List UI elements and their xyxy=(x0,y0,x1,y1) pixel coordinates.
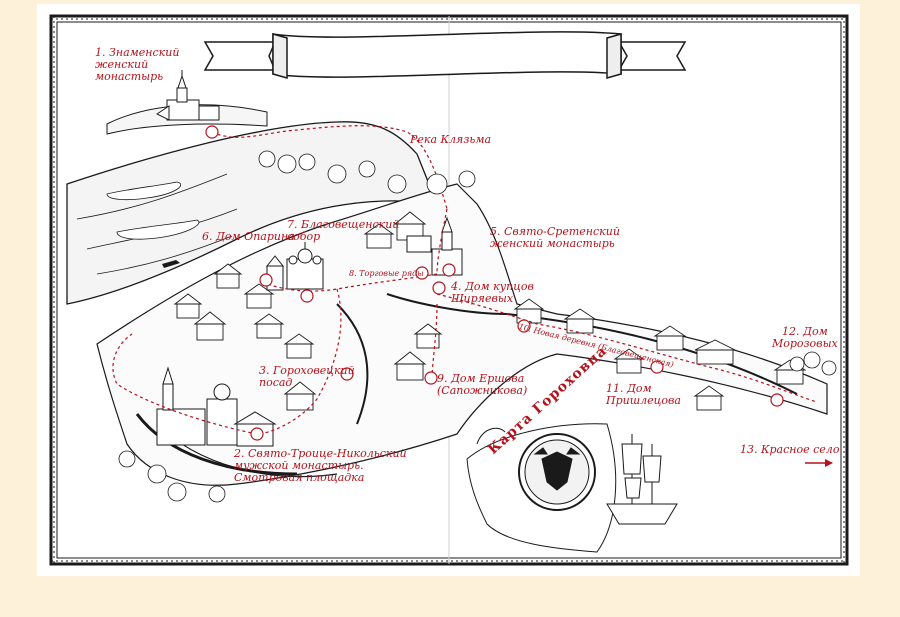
landmark-label-3: 3. Гороховецкий посад xyxy=(259,364,355,389)
map-page: 1. Знаменский женский монастырь 2. Свято… xyxy=(37,4,860,576)
znamensky-monastery xyxy=(106,70,268,135)
landmark-label-7: 7. Благовещенский собор xyxy=(287,218,400,243)
trees xyxy=(118,150,837,503)
sretensky-monastery xyxy=(406,216,463,276)
river-klyazma xyxy=(66,121,439,305)
landmark-label-5: 5. Свято-Сретенский женский монастырь xyxy=(490,225,620,250)
landmark-label-2: 2. Свято-Троице-Никольский мужской монас… xyxy=(234,447,407,484)
town-buildings xyxy=(173,211,807,411)
landmark-label-12: 12. Дом Морозовых xyxy=(772,325,838,350)
route-markers xyxy=(205,125,784,441)
landmark-label-11: 11. Дом Пришлецова xyxy=(606,382,681,407)
landmark-label-4: 4. Дом купцов Щиряевых xyxy=(451,280,534,305)
arrow-right-icon xyxy=(805,459,833,467)
landmark-label-1: 1. Знаменский женский монастырь xyxy=(95,46,180,83)
landmark-label-13: 13. Красное село xyxy=(740,443,840,456)
landmark-label-8: 8. Торговые ряды xyxy=(349,269,424,278)
river-label: Река Клязьма xyxy=(410,133,492,146)
tour-route xyxy=(112,125,818,435)
map-cartouche xyxy=(466,423,678,553)
landmark-label-9: 9. Дом Ершова (Сапожникова) xyxy=(437,372,528,397)
map-illustration xyxy=(49,14,849,566)
landmark-label-6: 6. Дом Опарина xyxy=(202,230,295,243)
troitse-nikolsky-monastery xyxy=(135,366,298,476)
title-banner xyxy=(203,31,687,79)
